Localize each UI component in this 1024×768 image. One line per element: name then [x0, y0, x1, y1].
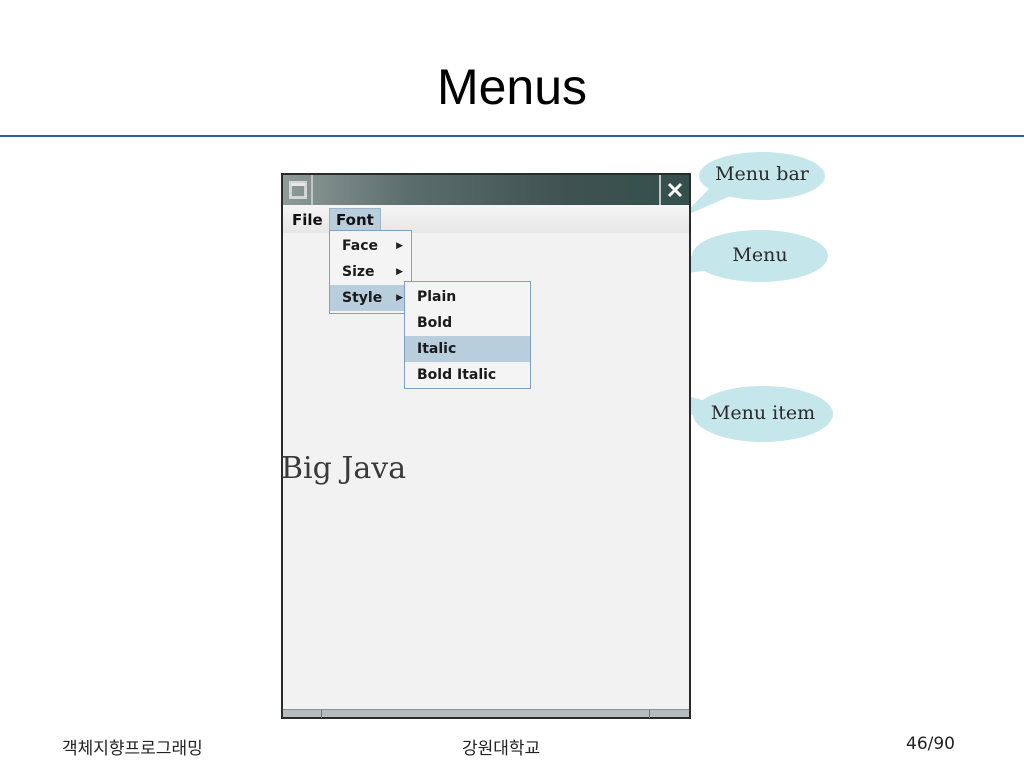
menu-callout-label: Menu: [732, 244, 788, 266]
menu-file[interactable]: File: [292, 211, 323, 229]
titlebar-separator: [311, 175, 313, 205]
menu-item-callout-label: Menu item: [710, 402, 816, 424]
submenu-arrow-icon: ▶: [396, 241, 403, 251]
bottom-edge-mark: [649, 710, 650, 718]
menu-bar-callout-label: Menu bar: [715, 163, 809, 185]
footer-course: 객체지향프로그래밍: [62, 739, 203, 759]
menu-item-size[interactable]: Size ▶: [330, 259, 411, 285]
menu-item-bold[interactable]: Bold: [417, 315, 453, 331]
bottom-edge-mark: [321, 710, 322, 718]
menu-item-face[interactable]: Face ▶: [330, 233, 411, 259]
submenu-arrow-icon: ▶: [396, 267, 403, 277]
menu-bar-callout-bubble: [680, 152, 825, 218]
menu-item-label: Style: [342, 290, 383, 306]
menu-item-label: Face: [342, 238, 378, 254]
title-divider: [0, 135, 1024, 137]
menu-item-italic[interactable]: Italic: [405, 336, 530, 362]
content-text: Big Java: [281, 451, 407, 486]
menu-item-plain[interactable]: Plain: [417, 289, 457, 305]
menu-bar: File Font: [283, 205, 689, 233]
footer-page-number: 46/90: [906, 734, 955, 754]
font-menu-dropdown: Face ▶ Size ▶ Style ▶: [329, 230, 412, 314]
app-window: File Font Big Java: [281, 173, 691, 719]
menu-item-style[interactable]: Style ▶: [330, 285, 411, 311]
menu-font[interactable]: Font: [329, 208, 381, 232]
menu-item-label: Size: [342, 264, 375, 280]
slide-title: Menus: [436, 59, 588, 115]
submenu-arrow-icon: ▶: [396, 293, 403, 303]
footer-university: 강원대학교: [462, 739, 541, 759]
menu-item-bold-italic[interactable]: Bold Italic: [417, 367, 497, 383]
close-icon[interactable]: [665, 180, 685, 200]
window-bottom-edge: [283, 709, 689, 718]
window-icon[interactable]: [289, 181, 307, 199]
titlebar-separator: [659, 175, 661, 205]
window-titlebar[interactable]: [283, 175, 689, 205]
style-submenu: Plain Bold Italic Bold Italic: [404, 281, 531, 389]
